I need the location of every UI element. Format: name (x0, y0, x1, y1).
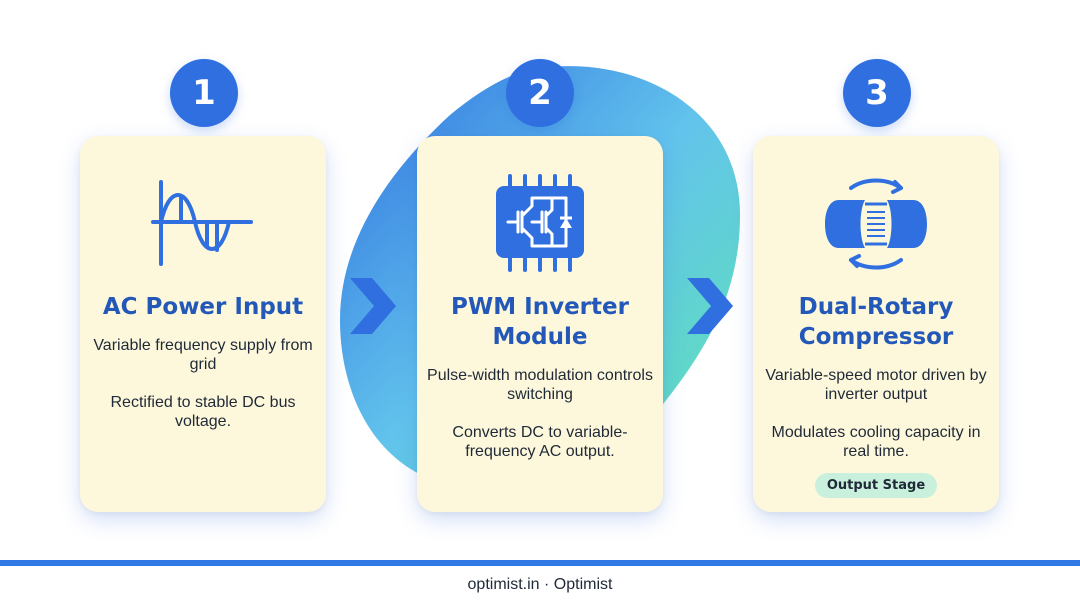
step-description-1: Variable-speed motor driven by inverter … (765, 367, 987, 403)
step-title: AC Power Input (102, 294, 304, 320)
step-description-2: Rectified to stable DC bus voltage. (110, 394, 296, 430)
step-description-2: Converts DC to variable-frequency AC out… (452, 424, 628, 460)
step-title: PWM Inverter Module (451, 294, 629, 350)
igbt-chip-icon (485, 170, 595, 278)
step-description-1: Pulse-width modulation controls switchin… (427, 367, 653, 403)
chevron-right-icon (687, 278, 733, 334)
ac-sine-wave-icon (148, 170, 258, 278)
footer-divider (0, 560, 1080, 566)
step-number-1: 1 (170, 59, 238, 127)
step-card-compressor: Dual-Rotary Compressor Variable-speed mo… (753, 136, 999, 512)
status-badge: Output Stage (814, 473, 938, 498)
step-number-2: 2 (506, 59, 574, 127)
step-card-pwm-inverter: PWM Inverter Module Pulse-width modulati… (417, 136, 663, 512)
step-description-1: Variable frequency supply from grid (93, 337, 313, 373)
chevron-right-icon (350, 278, 396, 334)
step-title: Dual-Rotary Compressor (798, 294, 954, 350)
step-card-ac-power: AC Power Input Variable frequency supply… (80, 136, 326, 512)
step-number-3: 3 (843, 59, 911, 127)
step-description-2: Modulates cooling capacity in real time. (771, 424, 981, 460)
footer-credit: optimist.in · Optimist (467, 576, 613, 593)
rotary-compressor-icon (821, 170, 931, 278)
